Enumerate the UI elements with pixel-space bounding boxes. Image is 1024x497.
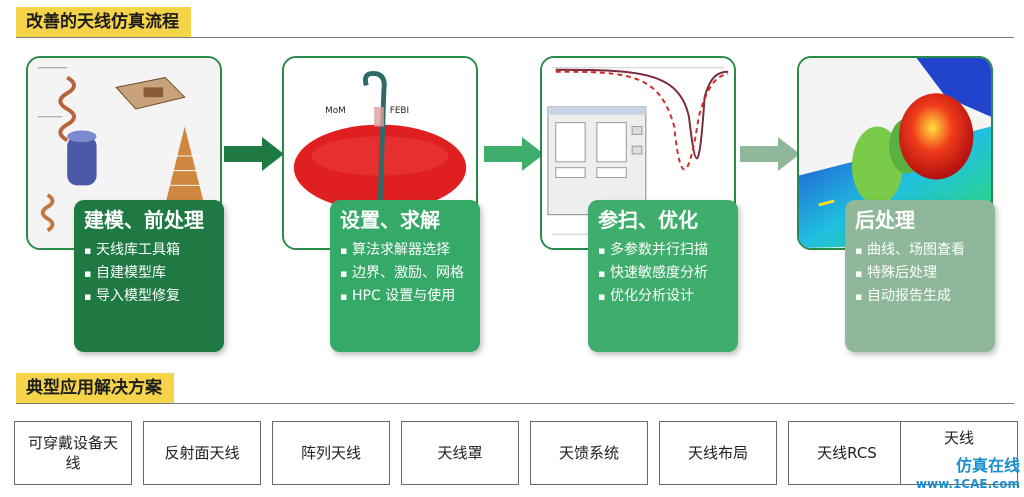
- step-sweep-optimize: 参扫、优化 多参数并行扫描 快速敏感度分析 优化分析设计: [540, 56, 780, 356]
- febi-label: FEBI: [390, 106, 409, 116]
- watermark-site: www.1CAE.com: [915, 477, 1020, 491]
- step-card-sweep: 参扫、优化 多参数并行扫描 快速敏感度分析 优化分析设计: [588, 200, 738, 352]
- solutions-section-divider: [16, 403, 1014, 404]
- step-item: 算法求解器选择: [340, 240, 470, 261]
- solution-box: 天馈系统: [530, 421, 648, 485]
- flow-arrow-icon: [224, 137, 284, 171]
- solution-box: 可穿戴设备天线: [14, 421, 132, 485]
- step-item: 自动报告生成: [855, 286, 985, 307]
- step-modeling: 建模、前处理 天线库工具箱 自建模型库 导入模型修复: [26, 56, 266, 356]
- solution-box: 反射面天线: [143, 421, 261, 485]
- step-item: 自建模型库: [84, 263, 214, 284]
- step-card-setup: 设置、求解 算法求解器选择 边界、激励、网格 HPC 设置与使用: [330, 200, 480, 352]
- solution-label: 天馈系统: [558, 444, 619, 462]
- flow-arrow-icon: [740, 137, 800, 171]
- step-title: 设置、求解: [340, 208, 440, 232]
- solution-box: 天线罩: [401, 421, 519, 485]
- watermark: 仿真在线 www.1CAE.com: [916, 457, 1020, 493]
- step-card-postprocess: 后处理 曲线、场图查看 特殊后处理 自动报告生成: [845, 200, 995, 352]
- step-item: 边界、激励、网格: [340, 263, 470, 284]
- step-title: 后处理: [855, 208, 915, 232]
- step-item: 快速敏感度分析: [598, 263, 728, 284]
- step-item: 导入模型修复: [84, 286, 214, 307]
- solution-box: 天线布局: [659, 421, 777, 485]
- solutions-row: 可穿戴设备天线 反射面天线 阵列天线 天线罩 天馈系统 天线布局 天线RCS 天…: [14, 421, 1018, 485]
- solution-label: 天线布局: [687, 444, 748, 462]
- watermark-brand: 仿真在线: [955, 456, 1020, 475]
- step-setup-solve: MoM FEBI 设置、求解 算法求解器选择 边界、激励、网格 HPC 设置与使…: [282, 56, 522, 356]
- workflow-section-divider: [16, 37, 1014, 38]
- step-card-modeling: 建模、前处理 天线库工具箱 自建模型库 导入模型修复: [74, 200, 224, 352]
- step-title: 参扫、优化: [598, 208, 698, 232]
- step-item: 曲线、场图查看: [855, 240, 985, 261]
- flow-arrow-icon: [484, 137, 544, 171]
- solution-label: 天线: [943, 429, 974, 447]
- solution-label: 阵列天线: [300, 444, 361, 462]
- workflow-section-title: 改善的天线仿真流程: [16, 7, 191, 37]
- solution-label: 天线罩: [437, 444, 483, 462]
- solution-box: 阵列天线: [272, 421, 390, 485]
- solution-box: 天线: [900, 421, 1018, 485]
- step-item: 天线库工具箱: [84, 240, 214, 261]
- step-item-list: 曲线、场图查看 特殊后处理 自动报告生成: [855, 240, 985, 307]
- step-item: HPC 设置与使用: [340, 286, 470, 307]
- step-item-list: 天线库工具箱 自建模型库 导入模型修复: [84, 240, 214, 307]
- solutions-section-title: 典型应用解决方案: [16, 373, 174, 403]
- solution-label: 可穿戴设备天线: [27, 434, 118, 472]
- step-item-list: 算法求解器选择 边界、激励、网格 HPC 设置与使用: [340, 240, 470, 307]
- solution-label: 反射面天线: [164, 444, 240, 462]
- solution-label: 天线RCS: [817, 444, 877, 462]
- step-title: 建模、前处理: [84, 208, 204, 232]
- step-item: 特殊后处理: [855, 263, 985, 284]
- step-item-list: 多参数并行扫描 快速敏感度分析 优化分析设计: [598, 240, 728, 307]
- step-item: 优化分析设计: [598, 286, 728, 307]
- mom-label: MoM: [325, 106, 346, 116]
- step-item: 多参数并行扫描: [598, 240, 728, 261]
- solution-box: 天线RCS: [788, 421, 906, 485]
- step-postprocess: 后处理 曲线、场图查看 特殊后处理 自动报告生成: [797, 56, 1024, 356]
